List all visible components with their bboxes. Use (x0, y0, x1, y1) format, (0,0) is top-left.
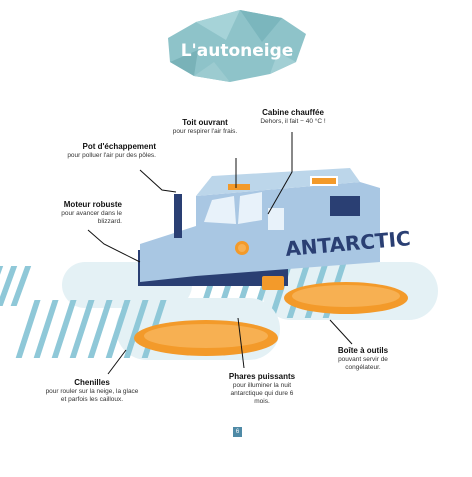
callout-engine-head: Moteur robuste (63, 200, 122, 209)
callout-roof: Toit ouvrant pour respirer l'air frais. (162, 118, 248, 136)
callout-headlights-head: Phares puissants (228, 372, 296, 381)
page-number: 6 (233, 427, 242, 437)
callout-exhaust-head: Pot d'échappement (82, 142, 156, 151)
callout-engine: Moteur robuste pour avancer dans le bliz… (36, 200, 122, 226)
callout-cabin-head: Cabine chauffée (262, 108, 324, 117)
callout-toolbox: Boîte à outils pouvant servir de congéla… (326, 346, 400, 372)
callout-exhaust: Pot d'échappement pour polluer l'air pur… (60, 142, 156, 160)
callout-tracks-body: pour rouler sur la neige, la glace et pa… (45, 388, 139, 403)
callout-tracks-head: Chenilles (74, 378, 110, 387)
callout-engine-body: pour avancer dans le blizzard. (61, 210, 122, 225)
callout-toolbox-head: Boîte à outils (337, 346, 389, 355)
callout-roof-head: Toit ouvrant (182, 118, 228, 127)
callout-headlights-body: pour illuminer la nuit antarctique qui d… (230, 382, 294, 405)
leader-lines (87, 132, 353, 375)
snowmobile-body: ANTARCTIC (138, 168, 412, 290)
front-track (15, 298, 280, 360)
callout-tracks: Chenilles pour rouler sur la neige, la g… (44, 378, 140, 404)
callout-headlights: Phares puissants pour illuminer la nuit … (222, 372, 302, 406)
callout-cabin-body: Dehors, il fait − 40 °C ! (260, 118, 326, 125)
page-title: L'autoneige (181, 41, 294, 61)
callout-cabin: Cabine chauffée Dehors, il fait − 40 °C … (256, 108, 330, 126)
callout-exhaust-body: pour polluer l'air pur des pôles. (67, 152, 156, 159)
title-banner: L'autoneige (168, 10, 306, 82)
callout-toolbox-body: pouvant servir de congélateur. (338, 356, 388, 371)
callout-roof-body: pour respirer l'air frais. (172, 128, 238, 135)
